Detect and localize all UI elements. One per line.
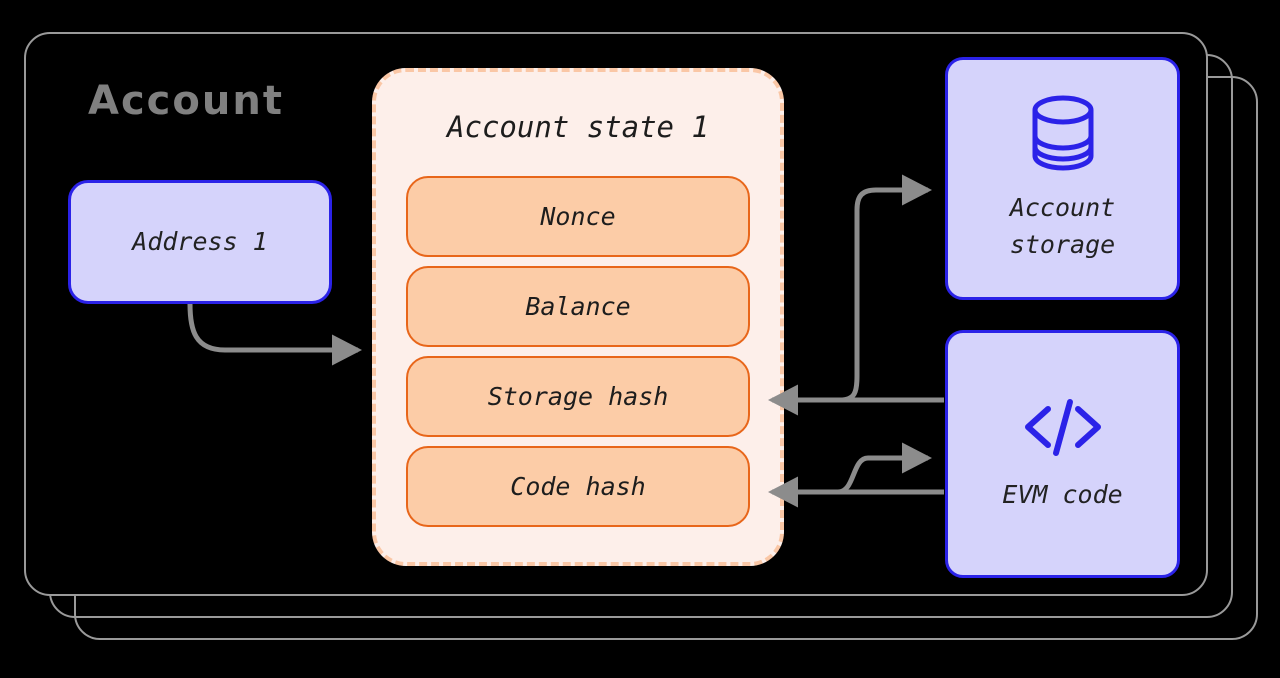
- field-code-hash-label: Code hash: [510, 472, 646, 501]
- field-storage-hash[interactable]: Storage hash: [406, 356, 750, 437]
- field-nonce-label: Nonce: [540, 202, 616, 231]
- field-storage-hash-label: Storage hash: [487, 382, 669, 411]
- database-icon: [1031, 94, 1095, 172]
- page-title: Account: [88, 78, 284, 124]
- field-nonce[interactable]: Nonce: [406, 176, 750, 257]
- account-storage-label: Account storage: [1009, 193, 1116, 259]
- field-balance-label: Balance: [525, 292, 631, 321]
- address-box[interactable]: Address 1: [68, 180, 332, 304]
- evm-code-label: EVM code: [1002, 479, 1123, 509]
- evm-code-box[interactable]: EVM code: [945, 330, 1180, 578]
- account-storage-box[interactable]: Account storage: [945, 57, 1180, 300]
- account-state-field-list: Nonce Balance Storage hash Code hash: [406, 176, 750, 527]
- field-code-hash[interactable]: Code hash: [406, 446, 750, 527]
- address-label: Address 1: [132, 226, 268, 256]
- account-state-panel: Account state 1 Nonce Balance Storage ha…: [372, 68, 784, 566]
- field-balance[interactable]: Balance: [406, 266, 750, 347]
- account-state-title: Account state 1: [447, 110, 709, 144]
- code-icon: [1020, 395, 1106, 459]
